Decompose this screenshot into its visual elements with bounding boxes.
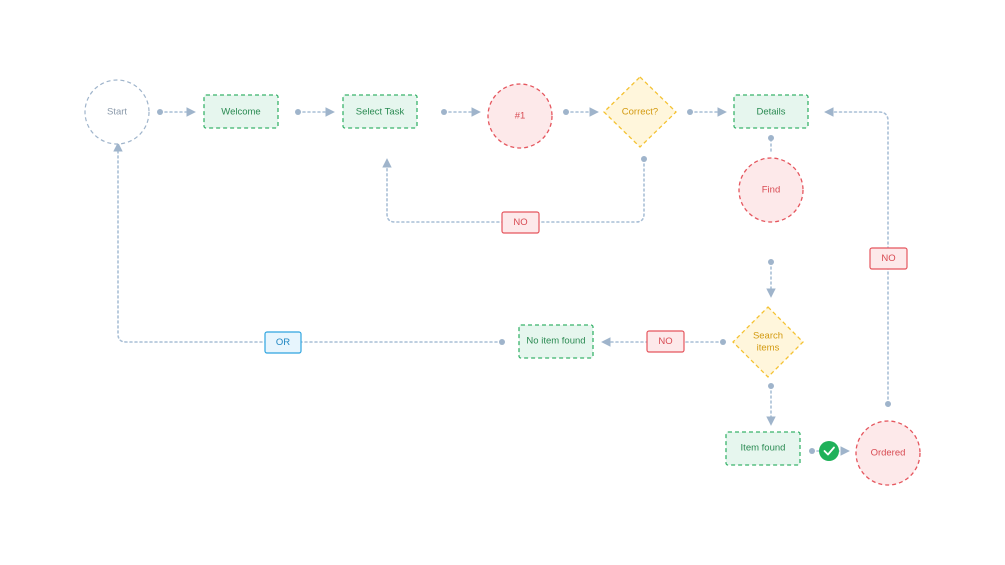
- label-or: OR: [264, 331, 302, 354]
- node-start[interactable]: Start: [84, 79, 150, 145]
- node-correct-label: Correct?: [622, 107, 658, 118]
- label-or-text: OR: [276, 337, 290, 348]
- node-num1-label: #1: [515, 111, 526, 122]
- connector-no-item-start: [113, 142, 503, 343]
- node-select-task-label: Select Task: [356, 107, 405, 118]
- node-search-items-label-1: Search: [753, 331, 783, 342]
- node-search-items[interactable]: Search items: [732, 306, 804, 378]
- label-no-search-text: NO: [658, 336, 672, 347]
- label-no-correct-text: NO: [513, 217, 527, 228]
- label-no-ordered: NO: [869, 247, 908, 270]
- check-circle-icon: [819, 441, 839, 461]
- connector-ordered-no-loop: [824, 107, 889, 405]
- node-details[interactable]: Details: [733, 94, 809, 129]
- node-find[interactable]: Find: [738, 157, 804, 223]
- node-select-task[interactable]: Select Task: [342, 94, 418, 129]
- node-item-found-label: Item found: [741, 443, 786, 454]
- label-no-ordered-text: NO: [881, 253, 895, 264]
- node-item-found[interactable]: Item found: [725, 431, 801, 466]
- node-ordered[interactable]: Ordered: [855, 420, 921, 486]
- node-welcome[interactable]: Welcome: [203, 94, 279, 129]
- node-find-label: Find: [762, 185, 780, 196]
- node-search-items-label-2: items: [757, 343, 780, 354]
- connectors: [113, 107, 889, 456]
- node-welcome-label: Welcome: [221, 107, 260, 118]
- node-num1[interactable]: #1: [487, 83, 553, 149]
- node-details-label: Details: [756, 107, 785, 118]
- connector-dots: [157, 109, 891, 454]
- node-correct[interactable]: Correct?: [603, 76, 677, 148]
- node-no-item-found[interactable]: No item found: [518, 324, 594, 359]
- label-no-correct: NO: [501, 211, 540, 234]
- label-no-search: NO: [646, 330, 685, 353]
- node-start-label: Start: [107, 107, 127, 118]
- node-ordered-label: Ordered: [871, 448, 906, 459]
- node-no-item-found-label: No item found: [526, 336, 585, 347]
